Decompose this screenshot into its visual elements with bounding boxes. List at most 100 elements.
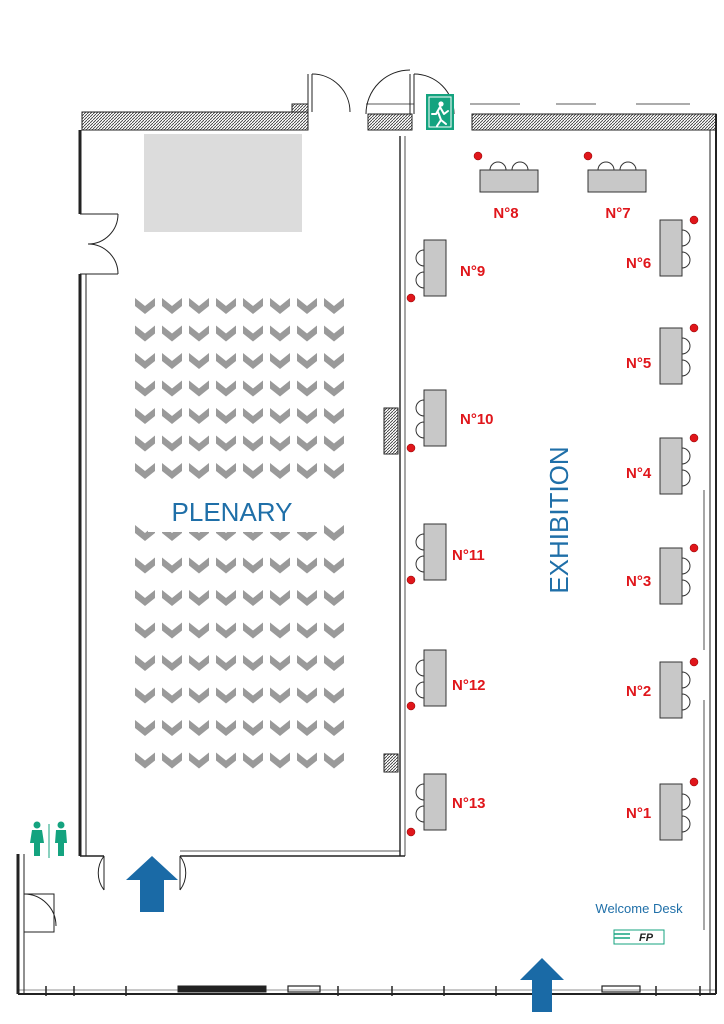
plenary-chair (162, 353, 182, 369)
plenary-chair (297, 408, 317, 424)
entrance-arrow-icon (126, 856, 178, 912)
plenary-chair (135, 380, 155, 397)
booth-label: N°2 (626, 683, 651, 700)
booth-n11[interactable]: N°11 (406, 523, 485, 585)
plenary-chair (162, 590, 182, 606)
plenary-chair (324, 325, 344, 342)
plenary-chair (270, 463, 290, 479)
plenary-chair (324, 687, 344, 704)
plenary-chair (189, 380, 209, 397)
plenary-chair (324, 590, 344, 606)
booth-label: N°6 (626, 255, 651, 272)
plenary-chair (297, 557, 317, 574)
plenary-chair (189, 298, 209, 314)
booth-label: N°10 (460, 411, 494, 428)
booth-label: N°9 (460, 263, 485, 280)
plenary-chair (324, 655, 344, 671)
plenary-chair (135, 325, 155, 342)
booth-n3[interactable]: N°3 (626, 543, 699, 605)
plenary-chair (162, 752, 182, 769)
plenary-chair (270, 298, 290, 314)
plenary-chair (216, 720, 236, 736)
plenary-chair (216, 325, 236, 342)
booth-n5[interactable]: N°5 (626, 323, 699, 385)
plenary-chair (297, 435, 317, 452)
exhibition-label: EXHIBITION (544, 446, 574, 593)
plenary-chair (162, 380, 182, 397)
plenary-chair (270, 435, 290, 452)
plenary-chair (189, 463, 209, 479)
plenary-chair (243, 590, 263, 606)
plenary-chair (135, 353, 155, 369)
restroom-icon (30, 821, 67, 858)
plenary-chair (162, 655, 182, 671)
plenary-chair (189, 353, 209, 369)
plenary-chair (270, 622, 290, 639)
plenary-chair (135, 720, 155, 736)
plenary-chair (297, 298, 317, 314)
plenary-chair (270, 720, 290, 736)
booth-n8[interactable]: N°8 (473, 151, 539, 222)
plenary-chair (270, 380, 290, 397)
plenary-chair (189, 655, 209, 671)
plenary-chair (216, 380, 236, 397)
plenary-chair (297, 720, 317, 736)
plenary-label: PLENARY (172, 497, 293, 527)
booth-label: N°4 (626, 465, 652, 482)
plenary-chair (324, 622, 344, 639)
plenary-chair (243, 353, 263, 369)
booth-n13[interactable]: N°13 (406, 773, 486, 837)
plenary-chair (297, 380, 317, 397)
plenary-chair (135, 655, 155, 671)
booth-n6[interactable]: N°6 (626, 215, 699, 277)
plenary-chair (162, 325, 182, 342)
welcome-desk-label: Welcome Desk (595, 901, 683, 916)
plenary-chair (324, 525, 344, 541)
plenary-chair (162, 298, 182, 314)
plenary-chair (297, 622, 317, 639)
booth-label: N°13 (452, 795, 486, 812)
plenary-label-group: PLENARY (148, 492, 318, 532)
logo-text: FP (639, 932, 654, 944)
plenary-chair (324, 353, 344, 369)
booth-n1[interactable]: N°1 (626, 777, 699, 841)
stage-area (144, 134, 302, 232)
plenary-chair (243, 557, 263, 574)
plenary-chair (324, 298, 344, 314)
plenary-chair (135, 408, 155, 424)
booth-label: N°3 (626, 573, 651, 590)
plenary-chair (162, 435, 182, 452)
plenary-seating (135, 298, 344, 769)
plenary-chair (216, 463, 236, 479)
booth-n7[interactable]: N°7 (583, 151, 647, 222)
plenary-chair (270, 557, 290, 574)
plenary-chair (162, 720, 182, 736)
plenary-chair (324, 463, 344, 479)
plenary-chair (135, 298, 155, 314)
booth-n10[interactable]: N°10 (406, 389, 494, 453)
plenary-chair (243, 325, 263, 342)
plenary-chair (189, 557, 209, 574)
booth-n12[interactable]: N°12 (406, 649, 486, 711)
plenary-chair (270, 408, 290, 424)
welcome-desk-logo: FP (613, 929, 665, 945)
plenary-chair (243, 752, 263, 769)
plenary-chair (216, 353, 236, 369)
booth-label: N°11 (452, 547, 485, 564)
booth-label: N°8 (493, 205, 518, 222)
plenary-chair (189, 687, 209, 704)
plenary-chair (135, 752, 155, 769)
plenary-chair (135, 463, 155, 479)
booth-n4[interactable]: N°4 (626, 433, 699, 495)
plenary-chair (243, 435, 263, 452)
top-wall-left (81, 111, 309, 131)
plenary-chair (270, 687, 290, 704)
plenary-chair (297, 353, 317, 369)
plenary-chair (135, 435, 155, 452)
plenary-chair (135, 687, 155, 704)
booth-n9[interactable]: N°9 (406, 239, 485, 303)
plenary-chair (243, 298, 263, 314)
plenary-chair (216, 752, 236, 769)
booth-n2[interactable]: N°2 (626, 657, 699, 719)
